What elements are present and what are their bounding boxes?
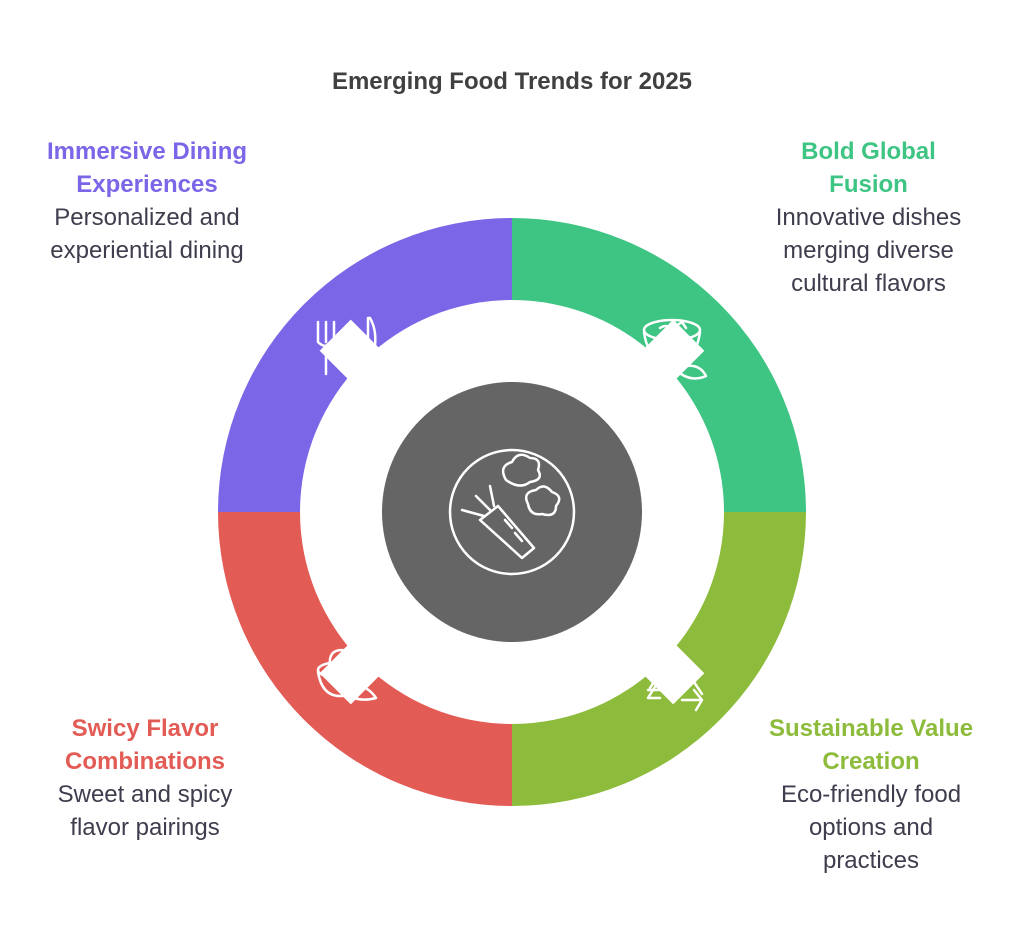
carrot-and-broccoli-icon xyxy=(448,448,576,576)
description-immersive-dining: Personalized and experiential dining xyxy=(50,204,244,264)
description-swicy-flavor: Sweet and spicy flavor pairings xyxy=(57,781,233,841)
block-immersive-dining: Immersive Dining Experiences Personalize… xyxy=(17,135,277,267)
block-swicy-flavor: Swicy Flavor Combinations Sweet and spic… xyxy=(20,712,270,844)
plate-fork-knife-heart-icon xyxy=(316,316,377,376)
heading-immersive-dining: Immersive Dining Experiences xyxy=(46,138,248,198)
center-circle xyxy=(382,382,642,642)
description-sustainable-value: Eco-friendly food options and practices xyxy=(780,781,962,874)
recycle-icon xyxy=(646,644,704,712)
segment-bold-global-fusion xyxy=(512,218,806,512)
heading-sustainable-value: Sustainable Value Creation xyxy=(768,715,974,775)
segment-swicy-flavor xyxy=(218,512,512,806)
diagram-title: Emerging Food Trends for 2025 xyxy=(331,68,693,95)
block-bold-global-fusion: Bold Global Fusion Innovative dishes mer… xyxy=(741,135,996,300)
block-sustainable-value: Sustainable Value Creation Eco-friendly … xyxy=(741,712,1001,877)
bowl-and-chili-icon xyxy=(642,318,708,380)
segment-immersive-dining xyxy=(218,218,512,512)
heading-bold-global-fusion: Bold Global Fusion xyxy=(801,138,936,198)
bowl-and-pepper-icon xyxy=(316,648,378,701)
description-bold-global-fusion: Innovative dishes merging diverse cultur… xyxy=(775,204,962,297)
heading-swicy-flavor: Swicy Flavor Combinations xyxy=(65,715,225,775)
segment-sustainable-value xyxy=(512,512,806,806)
